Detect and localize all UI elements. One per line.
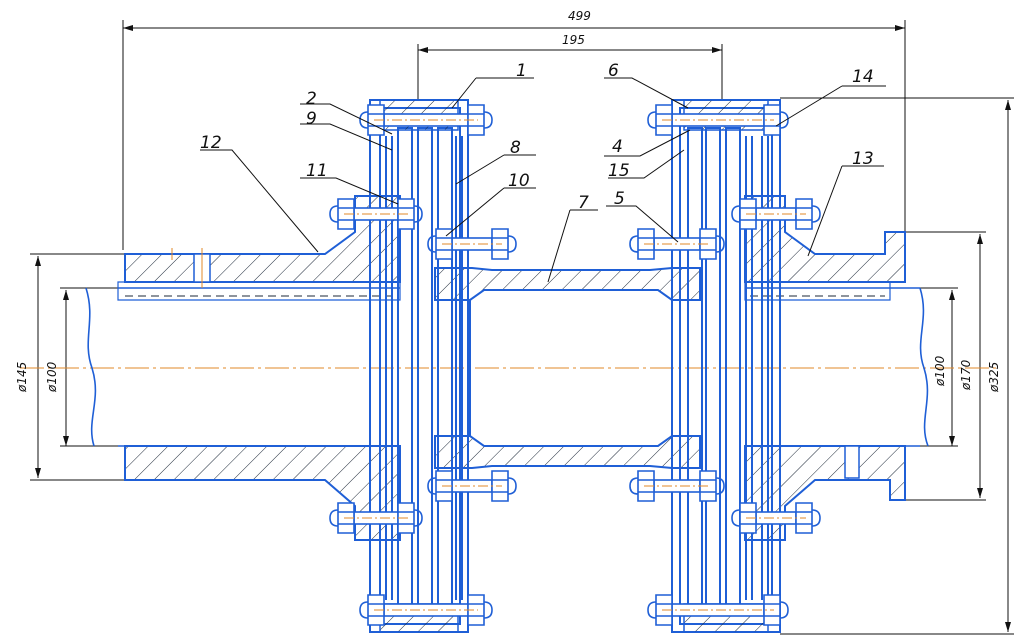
- part-label-4: 4: [612, 137, 623, 157]
- bolt-right-hub-bottom: [731, 502, 821, 534]
- dimension-bore-left: ø100: [45, 361, 59, 393]
- right-flange-pack: [671, 99, 781, 633]
- part-label-5: 5: [614, 189, 625, 209]
- dimension-hub-right: ø170: [959, 359, 973, 391]
- bolt-left-spacer-top: [427, 228, 517, 260]
- bolt-right-hub-top: [731, 198, 821, 230]
- dimension-flange-outer: ø325: [987, 362, 1001, 393]
- part-label-9: 9: [306, 109, 317, 129]
- part-label-7: 7: [578, 193, 589, 213]
- bolt-left-outer-bottom: [359, 594, 493, 626]
- part-label-10: 10: [508, 171, 530, 191]
- bolt-right-spacer-bottom: [629, 470, 725, 502]
- bolt-right-outer-bottom: [647, 594, 789, 626]
- part-label-11: 11: [306, 161, 328, 181]
- bolt-left-hub-bottom: [329, 502, 423, 534]
- left-flange-pack: [369, 99, 469, 633]
- part-label-2: 2: [306, 89, 317, 109]
- leader-lines: [200, 77, 886, 283]
- dimension-hub-left: ø145: [15, 362, 29, 393]
- dimension-lines: [30, 20, 1014, 635]
- bolt-right-spacer-top: [629, 228, 725, 260]
- part-label-8: 8: [510, 138, 521, 158]
- part-label-12: 12: [200, 133, 222, 153]
- part-label-13: 13: [852, 149, 874, 169]
- dimension-overall-length: 499: [568, 9, 591, 23]
- bolt-left-spacer-bottom: [427, 470, 517, 502]
- dimension-arrows: [35, 25, 1011, 632]
- dimension-bore-right: ø100: [933, 355, 947, 387]
- part-label-6: 6: [608, 61, 619, 81]
- dimension-spacer-length: 195: [562, 33, 585, 47]
- bolts: [329, 104, 821, 626]
- bolt-left-outer-top: [359, 104, 493, 136]
- part-label-14: 14: [852, 67, 874, 87]
- bolt-right-outer-top: [647, 104, 789, 136]
- part-label-1: 1: [516, 61, 527, 81]
- part-label-15: 15: [608, 161, 630, 181]
- bolt-left-hub-top: [329, 198, 423, 230]
- shafts: [85, 281, 929, 447]
